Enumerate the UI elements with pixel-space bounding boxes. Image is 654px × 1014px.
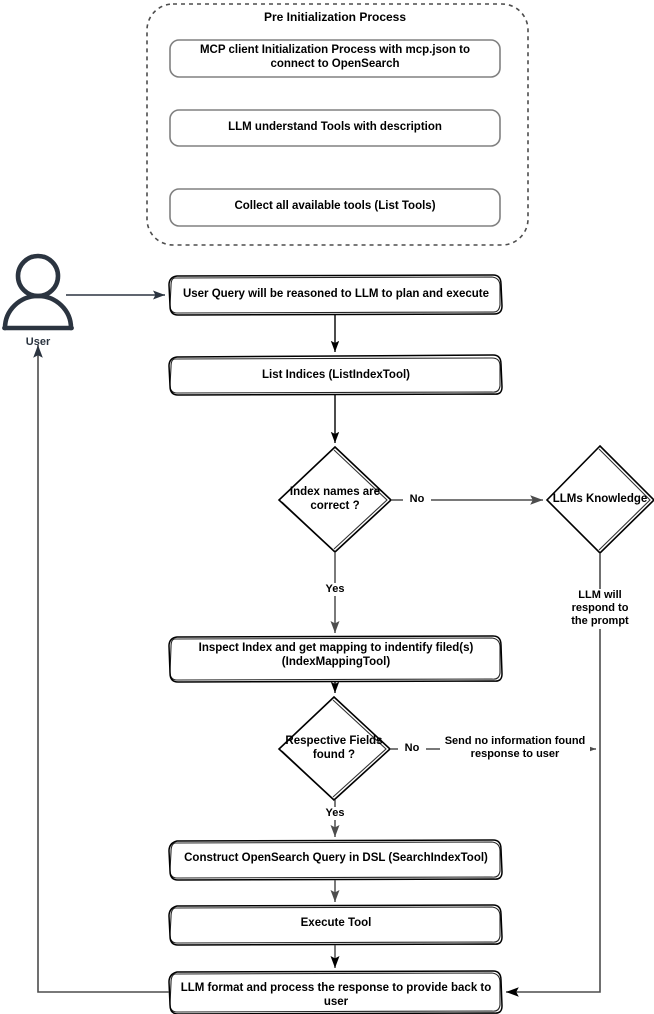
- process-box-execute-tool: [168, 904, 503, 946]
- pre-initialization-group-border: [146, 3, 529, 246]
- group-step-box-llm-tools: [169, 109, 501, 147]
- edge-label-yes-fields: Yes: [320, 807, 350, 821]
- process-box-inspect-index: [168, 635, 503, 683]
- edge-llm-format-return-to-user: [33, 345, 169, 993]
- edge-label-llm-respond: LLM will respond to the prompt: [568, 589, 632, 629]
- decision-diamond-llms-knowledge: [545, 444, 654, 555]
- edge-label-no-fields: No: [398, 742, 426, 756]
- process-box-llm-format: [168, 970, 503, 1014]
- decision-diamond-index-names-correct: [277, 445, 393, 554]
- group-step-box-mcp-init: [169, 39, 501, 78]
- user-icon: [2, 253, 74, 331]
- decision-diamond-respective-fields-found: [277, 695, 392, 802]
- edge-llms-knowledge-right-rail-to-llm-format: [505, 553, 601, 997]
- process-box-construct-query: [168, 839, 503, 881]
- group-step-box-collect-tools: [169, 188, 501, 227]
- user-caption: User: [25, 336, 51, 348]
- edge-label-yes-index: Yes: [320, 583, 350, 597]
- process-box-list-indices: [168, 354, 503, 396]
- process-box-user-query: [168, 274, 503, 316]
- edge-label-send-no-info: Send no information found response to us…: [440, 735, 590, 762]
- edge-label-no-index: No: [403, 493, 431, 507]
